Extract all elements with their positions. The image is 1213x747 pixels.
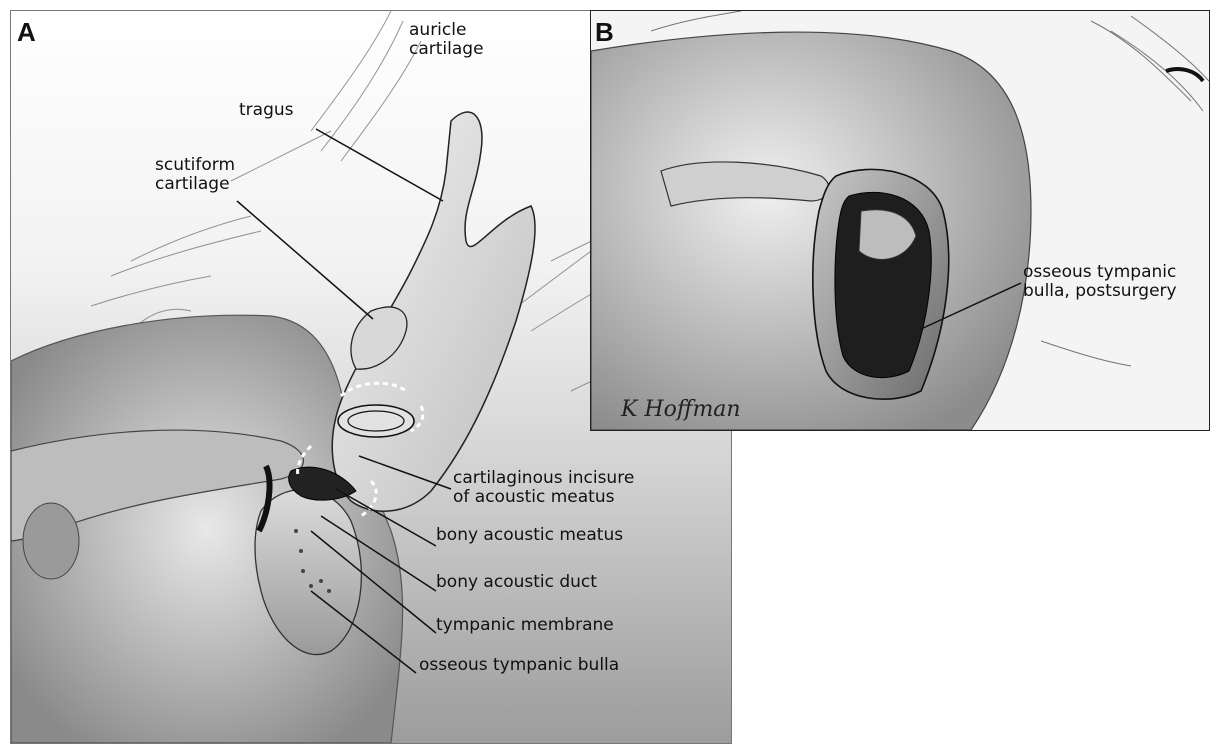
label-tympanic-membrane: tympanic membrane — [436, 616, 614, 635]
panel-a-letter: A — [17, 17, 36, 48]
label-line: scutiform — [155, 156, 235, 175]
label-cartilaginous-incisure: cartilaginous incisure of acoustic meatu… — [453, 469, 634, 507]
bone-bump — [23, 503, 79, 579]
label-bony-acoustic-meatus: bony acoustic meatus — [436, 526, 623, 545]
dark-stroke — [1166, 69, 1203, 81]
label-auricle-cartilage: auricle cartilage — [409, 21, 484, 59]
label-line: cartilaginous incisure — [453, 469, 634, 488]
label-line: of acoustic meatus — [453, 488, 634, 507]
panel-b-illustration: K Hoffman — [591, 11, 1209, 430]
panel-b-letter: B — [595, 17, 614, 48]
label-line: osseous tympanic — [1023, 263, 1177, 282]
label-tragus: tragus — [239, 101, 294, 120]
label-bony-acoustic-duct: bony acoustic duct — [436, 573, 597, 592]
label-line: bulla, postsurgery — [1023, 282, 1177, 301]
panel-b: K Hoffman B osseous tympanic bulla, post… — [590, 10, 1210, 431]
auricle-cartilage-tube — [332, 112, 535, 511]
label-line: auricle — [409, 21, 484, 40]
skull-bone-mass-b — [591, 32, 1031, 430]
label-osseous-bulla-postsurgery: osseous tympanic bulla, postsurgery — [1023, 263, 1177, 301]
label-scutiform-cartilage: scutiform cartilage — [155, 156, 235, 194]
label-line: cartilage — [409, 40, 484, 59]
label-line: cartilage — [155, 175, 235, 194]
label-osseous-tympanic-bulla: osseous tympanic bulla — [419, 656, 619, 675]
artist-signature: K Hoffman — [620, 397, 741, 422]
cartilage-ring — [338, 405, 414, 437]
